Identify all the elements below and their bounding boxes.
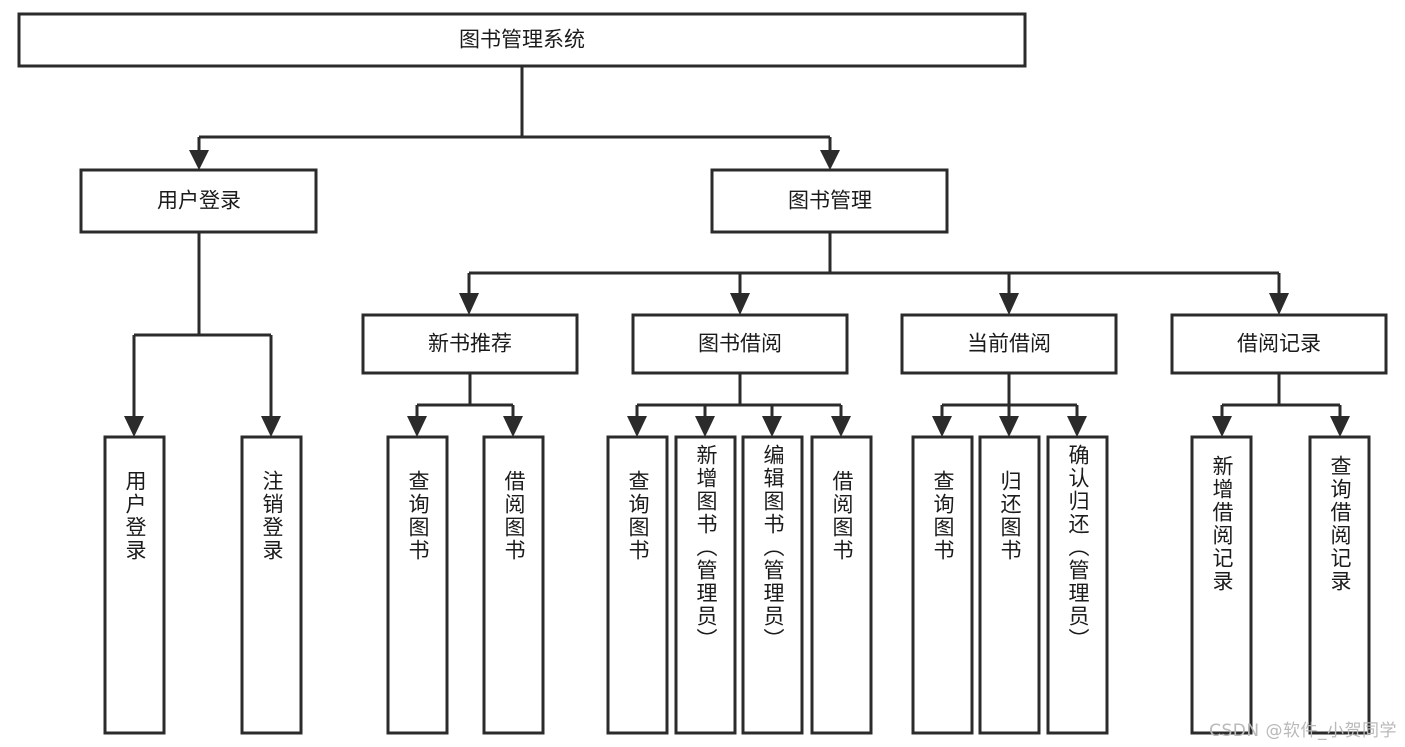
arrow-borrow-record-child-1 bbox=[1330, 416, 1350, 437]
connector-group-book-borrow bbox=[627, 373, 851, 437]
leaf-box-user-login-0[interactable] bbox=[103, 435, 166, 735]
arrow-current-borrow-child-1 bbox=[999, 416, 1019, 437]
arrow-user-login-child-1 bbox=[261, 416, 281, 437]
node-book-borrow[interactable]: 图书借阅 bbox=[631, 313, 849, 375]
leaf-box-book-borrow-0[interactable] bbox=[606, 435, 669, 735]
node-book-manage-label: 图书管理 bbox=[788, 190, 872, 213]
node-book-borrow-label: 图书借阅 bbox=[698, 333, 782, 356]
leaf-box-new-book-1[interactable] bbox=[482, 435, 545, 735]
arrow-user-login-child-0 bbox=[124, 416, 144, 437]
node-root[interactable]: 图书管理系统 bbox=[17, 12, 1027, 68]
node-new-book-label: 新书推荐 bbox=[428, 333, 512, 356]
connector-group-current-borrow bbox=[932, 373, 1087, 437]
connector-group-root bbox=[189, 66, 840, 170]
connector-group-book-manage bbox=[459, 232, 1289, 315]
leaf-box-borrow-record-0[interactable] bbox=[1190, 435, 1253, 735]
leaf-box-book-borrow-1[interactable] bbox=[674, 435, 737, 735]
node-current-borrow-label: 当前借阅 bbox=[967, 333, 1051, 356]
arrow-root-to-book-manage bbox=[820, 150, 840, 170]
node-book-manage-box[interactable] bbox=[710, 168, 949, 234]
leaf-box-current-borrow-1[interactable] bbox=[978, 435, 1041, 735]
node-user-login-box[interactable] bbox=[79, 168, 318, 234]
connector-group-user-login bbox=[124, 232, 281, 437]
node-root-label: 图书管理系统 bbox=[459, 29, 585, 52]
node-current-borrow-box[interactable] bbox=[900, 313, 1118, 375]
leaf-boxes-borrow-record bbox=[1190, 435, 1371, 735]
leaf-box-book-borrow-3[interactable] bbox=[810, 435, 873, 735]
leaf-box-current-borrow-2[interactable] bbox=[1046, 435, 1109, 735]
leaf-boxes-book-borrow bbox=[606, 435, 873, 735]
leaf-box-borrow-record-1[interactable] bbox=[1308, 435, 1371, 735]
arrow-book-manage-child-2 bbox=[999, 293, 1019, 315]
leaf-boxes-new-book bbox=[386, 435, 545, 735]
leaf-boxes-user-login bbox=[103, 435, 303, 735]
arrow-root-to-user-login bbox=[189, 150, 209, 170]
node-book-manage[interactable]: 图书管理 bbox=[710, 168, 949, 234]
node-borrow-record[interactable]: 借阅记录 bbox=[1170, 313, 1388, 375]
node-user-login[interactable]: 用户登录 bbox=[79, 168, 318, 234]
leaf-boxes-current-borrow bbox=[911, 435, 1109, 735]
leaf-box-book-borrow-2[interactable] bbox=[741, 435, 804, 735]
leaf-box-new-book-0[interactable] bbox=[386, 435, 449, 735]
arrow-new-book-child-0 bbox=[407, 416, 427, 437]
arrow-borrow-record-child-0 bbox=[1212, 416, 1232, 437]
watermark-text: CSDN @软件_小贺同学 bbox=[1209, 721, 1397, 741]
node-root-box[interactable] bbox=[17, 12, 1027, 68]
leaf-box-user-login-1[interactable] bbox=[240, 435, 303, 735]
connector-group-borrow-record bbox=[1212, 373, 1350, 437]
arrow-current-borrow-child-0 bbox=[932, 416, 952, 437]
arrow-book-manage-child-3 bbox=[1269, 293, 1289, 315]
node-user-login-label: 用户登录 bbox=[157, 190, 241, 213]
node-book-borrow-box[interactable] bbox=[631, 313, 849, 375]
leaf-box-current-borrow-0[interactable] bbox=[911, 435, 974, 735]
arrow-book-borrow-child-2 bbox=[762, 416, 782, 437]
node-current-borrow[interactable]: 当前借阅 bbox=[900, 313, 1118, 375]
node-new-book-box[interactable] bbox=[361, 313, 579, 375]
arrow-current-borrow-child-2 bbox=[1067, 416, 1087, 437]
arrow-book-borrow-child-1 bbox=[695, 416, 715, 437]
arrow-book-manage-child-0 bbox=[459, 293, 479, 315]
node-new-book[interactable]: 新书推荐 bbox=[361, 313, 579, 375]
arrow-book-borrow-child-3 bbox=[831, 416, 851, 437]
arrow-new-book-child-1 bbox=[503, 416, 523, 437]
node-borrow-record-label: 借阅记录 bbox=[1237, 333, 1321, 356]
arrow-book-manage-child-1 bbox=[730, 293, 750, 315]
arrow-book-borrow-child-0 bbox=[627, 416, 647, 437]
node-borrow-record-box[interactable] bbox=[1170, 313, 1388, 375]
connector-group-new-book bbox=[407, 373, 523, 437]
